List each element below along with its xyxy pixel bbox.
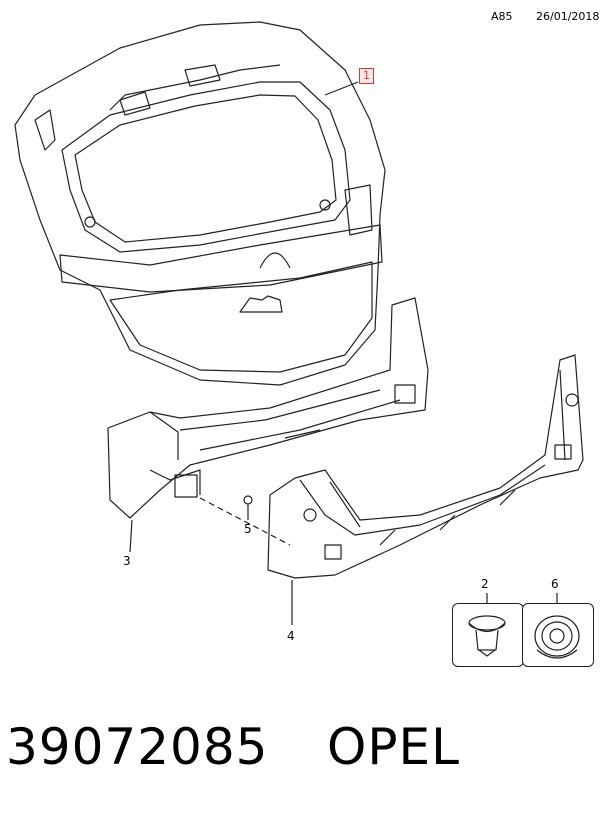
leader-line-3 [129,519,133,553]
callout-6[interactable]: 6 [551,577,559,591]
diagram-date: 26/01/2018 [536,10,600,23]
grommet-icon [534,615,580,659]
part-number: 39072085 [6,718,269,776]
brand-name: OPEL [327,718,460,776]
leader-line-1 [324,81,359,96]
tailgate-drawing [14,21,386,386]
inner-rear-panel-drawing [107,297,429,519]
diagram-code: A85 [491,10,513,23]
callout-3[interactable]: 3 [123,554,131,568]
push-clip-icon [468,615,506,657]
outer-rear-panel-drawing [267,354,584,579]
callout-5[interactable]: 5 [244,522,252,536]
callout-1[interactable]: 1 [359,68,374,84]
callout-2[interactable]: 2 [481,577,489,591]
assembly-dashed-line [199,497,291,546]
part-2-detail-box[interactable] [452,603,524,667]
exploded-parts-diagram [14,21,584,659]
callout-4[interactable]: 4 [287,629,295,643]
